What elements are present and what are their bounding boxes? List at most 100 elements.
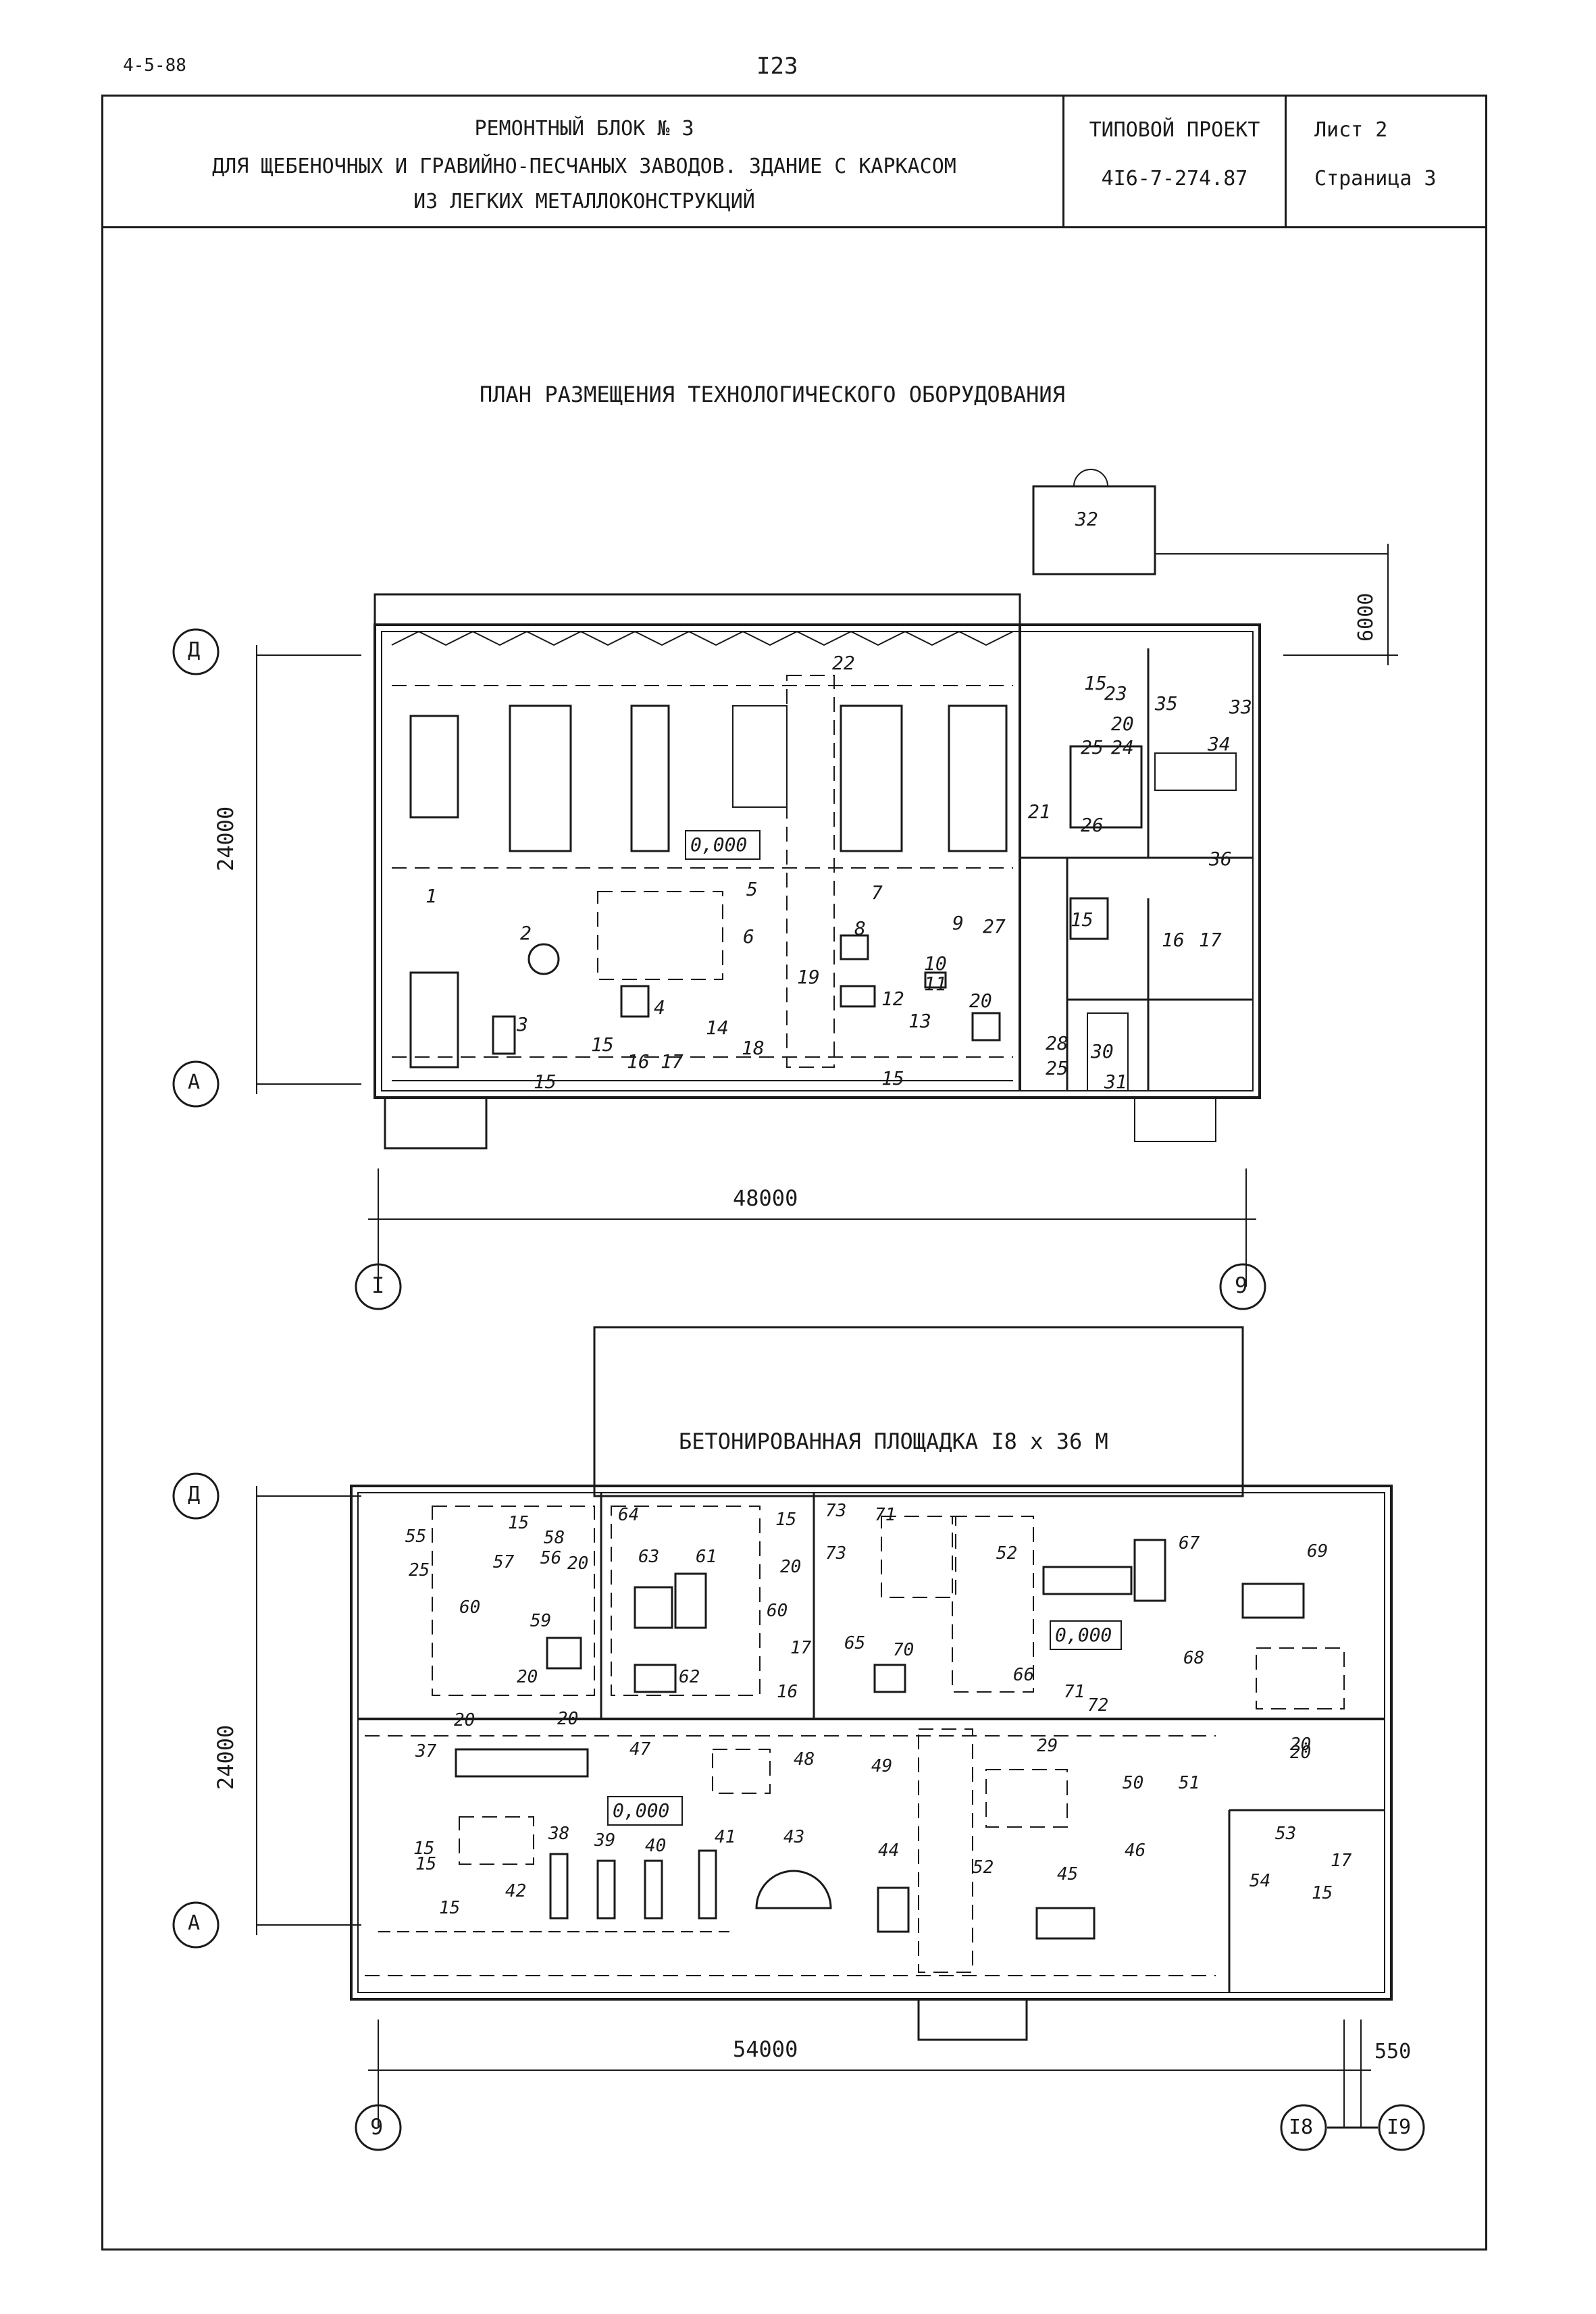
equipment-label: 49 xyxy=(871,1756,893,1776)
bottom-dim-offset: 550 xyxy=(1374,2040,1412,2063)
equipment-label: 1 xyxy=(426,885,437,907)
top-level-mark: 0,000 xyxy=(690,833,748,856)
page-label: Страница 3 xyxy=(1314,167,1437,190)
equipment-label: 52 xyxy=(973,1857,994,1878)
equipment-label: 59 xyxy=(530,1611,552,1631)
equipment-label: 50 xyxy=(1123,1773,1144,1793)
equipment-label: 15 xyxy=(881,1067,904,1089)
project-number: 4I6-7-274.87 xyxy=(1101,167,1248,190)
equipment-label: 64 xyxy=(618,1505,640,1525)
equipment-label: 20 xyxy=(454,1710,475,1730)
equipment-label: 20 xyxy=(1290,1743,1312,1763)
equipment-label: 15 xyxy=(1084,672,1107,694)
equipment-label: 73 xyxy=(825,1543,847,1564)
equipment-label: 43 xyxy=(783,1827,805,1847)
equipment-label: 20 xyxy=(780,1557,802,1577)
equipment-label: 15 xyxy=(1071,908,1093,931)
equipment-label: 54 xyxy=(1250,1871,1271,1891)
equipment-label: 61 xyxy=(696,1547,717,1567)
equipment-label: 69 xyxy=(1307,1541,1329,1562)
equipment-label: 34 xyxy=(1208,733,1231,755)
equipment-label: 17 xyxy=(790,1638,812,1658)
equipment-label: 20 xyxy=(1111,713,1134,735)
bottom-plan xyxy=(350,1326,1393,2041)
equipment-label: 19 xyxy=(797,966,820,988)
equipment-label: 47 xyxy=(629,1739,651,1759)
equipment-label: 63 xyxy=(638,1547,660,1567)
equipment-label: 38 xyxy=(548,1824,570,1844)
bottom-plan-dimensions xyxy=(256,1486,1371,2128)
equipment-label: 28 xyxy=(1046,1032,1069,1054)
equipment-label: 66 xyxy=(1013,1665,1035,1685)
bottom-axis-col-left: 9 xyxy=(370,2114,384,2140)
equipment-label: 6 xyxy=(743,925,754,948)
equipment-label: 20 xyxy=(517,1667,538,1687)
title-line-1: РЕМОНТНЫЙ БЛОК № 3 xyxy=(474,117,694,140)
equipment-label: 20 xyxy=(557,1709,579,1729)
top-plan xyxy=(374,469,1388,1150)
equipment-label: 55 xyxy=(405,1526,427,1547)
equipment-label: 7 xyxy=(871,881,883,904)
equipment-label: 17 xyxy=(1199,929,1222,951)
concrete-pad-label: БЕТОНИРОВАННАЯ ПЛОЩАДКА I8 х 36 М xyxy=(679,1429,1108,1454)
equipment-label: 48 xyxy=(794,1749,815,1770)
equipment-label: 22 xyxy=(832,652,855,674)
equipment-label: 9 xyxy=(952,912,964,934)
equipment-label: 4 xyxy=(654,996,665,1019)
equipment-label: 16 xyxy=(777,1682,798,1702)
bottom-axis-col-right-a: I8 xyxy=(1289,2115,1314,2139)
equipment-label: 16 xyxy=(1162,929,1185,951)
title-line-3: ИЗ ЛЕГКИХ МЕТАЛЛОКОНСТРУКЦИЙ xyxy=(413,190,755,213)
equipment-label: 23 xyxy=(1104,682,1127,704)
page-number: I23 xyxy=(756,53,798,80)
sheet-number: Лист 2 xyxy=(1314,118,1388,142)
equipment-label: 10 xyxy=(924,952,947,975)
equipment-label: 32 xyxy=(1075,508,1098,530)
top-axis-col-right: 9 xyxy=(1235,1272,1248,1298)
equipment-label: 5 xyxy=(746,878,758,900)
bottom-dim-width: 54000 xyxy=(733,2036,798,2062)
bottom-axis-row-bottom: А xyxy=(188,1911,201,1935)
equipment-label: 15 xyxy=(413,1839,435,1859)
equipment-label: 71 xyxy=(875,1505,896,1525)
equipment-label: 18 xyxy=(742,1037,765,1059)
equipment-label: 27 xyxy=(983,915,1006,937)
equipment-label: 13 xyxy=(908,1010,931,1032)
corner-code: 4-5-88 xyxy=(123,55,186,76)
equipment-label: 46 xyxy=(1125,1841,1146,1861)
top-dim-width: 48000 xyxy=(733,1185,798,1211)
axis-bubbles xyxy=(172,628,1425,2151)
project-type: ТИПОВОЙ ПРОЕКТ xyxy=(1089,118,1260,142)
equipment-label: 14 xyxy=(706,1017,729,1039)
bottom-level-mark-right: 0,000 xyxy=(1055,1624,1112,1646)
equipment-label: 30 xyxy=(1091,1040,1114,1062)
equipment-label: 51 xyxy=(1179,1773,1200,1793)
equipment-label: 71 xyxy=(1064,1682,1085,1702)
title-line-2: ДЛЯ ЩЕБЕНОЧНЫХ И ГРАВИЙНО-ПЕСЧАНЫХ ЗАВОД… xyxy=(212,155,956,178)
equipment-label: 2 xyxy=(520,922,532,944)
top-axis-col-left: I xyxy=(371,1272,385,1298)
equipment-label: 53 xyxy=(1275,1824,1297,1844)
equipment-label: 21 xyxy=(1028,800,1051,823)
equipment-label: 56 xyxy=(540,1548,562,1568)
equipment-label: 29 xyxy=(1037,1736,1058,1756)
equipment-label: 15 xyxy=(508,1513,530,1533)
equipment-label: 42 xyxy=(505,1881,527,1901)
equipment-label: 40 xyxy=(645,1836,667,1856)
equipment-label: 12 xyxy=(881,987,904,1010)
equipment-label: 62 xyxy=(679,1667,700,1687)
equipment-label: 70 xyxy=(893,1640,915,1660)
equipment-label: 58 xyxy=(544,1528,565,1548)
top-plan-dimensions xyxy=(256,544,1398,1287)
equipment-label: 41 xyxy=(715,1827,736,1847)
bottom-axis-row-top: Д xyxy=(188,1483,201,1506)
top-dim-annex: 6000 xyxy=(1354,592,1378,642)
equipment-label: 37 xyxy=(415,1741,437,1762)
equipment-label: 17 xyxy=(661,1050,684,1073)
equipment-label: 15 xyxy=(1312,1883,1333,1903)
top-axis-row-top: Д xyxy=(188,638,201,662)
equipment-label: 15 xyxy=(591,1033,614,1056)
equipment-label: 65 xyxy=(844,1633,866,1653)
equipment-label: 11 xyxy=(924,973,947,995)
equipment-label: 15 xyxy=(534,1071,557,1093)
